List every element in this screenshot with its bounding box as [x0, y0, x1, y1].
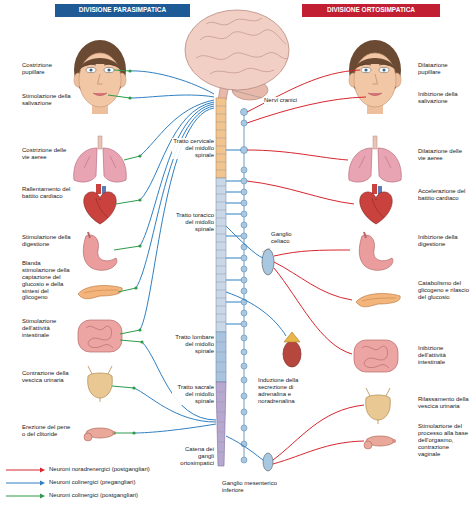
- effect-label: Dilatazione delle vie aeree: [418, 148, 470, 162]
- legend-text: Neuroni noradrenergici (postgangliari): [49, 466, 150, 473]
- effect-label: Costrizione pupillare: [22, 62, 72, 76]
- stomach-icon: [83, 232, 117, 270]
- legend-text: Neuroni colinergici (pregangliari): [49, 479, 135, 486]
- effect-label: Blanda stimolazione della captazione del…: [22, 260, 72, 301]
- brain: [185, 10, 289, 100]
- division-header: DIVISIONE ORTOSIMPATICA: [302, 4, 440, 17]
- effect-label: Contrazione della vescica urinaria: [22, 370, 72, 384]
- structure-label: Tratto sacrale del midollo spinale: [172, 384, 214, 405]
- lungs-icon: [74, 136, 127, 182]
- structure-label: Tratto cervicale del midollo spinale: [172, 138, 214, 159]
- structure-label: Catena dei gangli ortosimpatici: [172, 446, 214, 467]
- header-text: DIVISIONE ORTOSIMPATICA: [302, 6, 440, 14]
- parasympathetic-ganglia: [128, 69, 143, 434]
- sympathetic-pre-fibers: [226, 150, 286, 460]
- structure-label: Ganglio mesenterico inferiore: [222, 480, 278, 494]
- spinal-cord: [216, 98, 226, 466]
- effect-label: Stimolazione dell'attività intestinale: [22, 318, 72, 339]
- division-header: DIVISIONE PARASIMPATICA: [55, 4, 190, 17]
- legend-samples: [6, 468, 45, 499]
- effect-label: Accelerazione del battito cardiaco: [418, 188, 470, 202]
- parasympathetic-post-fibers: [108, 70, 142, 433]
- effect-label: Stimolazione della salivazione: [22, 93, 72, 107]
- celiac-ganglion: [262, 249, 274, 275]
- genital-icon: [84, 428, 116, 441]
- face-icon: [349, 40, 401, 114]
- structure-label: Induzione della secrezione di adrenalina…: [258, 377, 320, 405]
- leader-line: [232, 90, 262, 98]
- legend-text: Neuroni colinergici (postgangliari): [49, 492, 138, 499]
- lungs-icon: [349, 136, 402, 182]
- face-icon: [74, 40, 126, 114]
- structure-label: Tratto lombare del midollo spinale: [172, 334, 214, 355]
- intestine-icon: [78, 320, 122, 352]
- sympathetic-chain: [241, 108, 248, 463]
- pancreas-icon: [78, 286, 122, 299]
- effect-label: Costrizione delle vie aeree: [22, 147, 70, 161]
- heart-icon: [84, 184, 116, 224]
- pancreas-icon: [356, 294, 400, 307]
- mesenteric-ganglion: [263, 453, 273, 471]
- header-text: DIVISIONE PARASIMPATICA: [55, 6, 190, 14]
- effect-label: Dilatazione pupillare: [418, 62, 470, 76]
- effect-label: Rallentamento del battito cardiaco: [22, 186, 72, 200]
- effect-label: Erezione del pene o del clitoride: [22, 424, 72, 438]
- structure-label: Ganglio celiaco: [271, 231, 305, 245]
- genital-icon: [364, 436, 396, 449]
- effect-label: Inibizione della digestione: [418, 234, 470, 248]
- stomach-icon: [359, 232, 393, 270]
- intestine-icon: [354, 340, 398, 372]
- structure-label: Nervi cranici: [264, 97, 298, 104]
- parasympathetic-fibers: [130, 71, 216, 433]
- effect-label: Inibizione dell'attività intestinale: [418, 345, 470, 366]
- sympathetic-post-fibers: [247, 70, 366, 464]
- effect-label: Rilassamento della vescica urinaria: [418, 396, 470, 410]
- adrenal-kidney: [283, 332, 301, 367]
- bladder-icon: [366, 388, 391, 424]
- leader-line: [262, 248, 270, 252]
- effect-label: Catabolismo del glicogeno e rilascio del…: [418, 280, 470, 301]
- effect-label: Inibizione della salivazione: [418, 91, 470, 105]
- bladder-icon: [88, 366, 113, 402]
- effect-label: Stimolazione della digestione: [22, 234, 72, 248]
- structure-label: Tratto toracico del midollo spinale: [172, 212, 214, 233]
- effect-label: Stimolazione del processo alla base dell…: [418, 423, 470, 457]
- heart-icon: [360, 184, 392, 224]
